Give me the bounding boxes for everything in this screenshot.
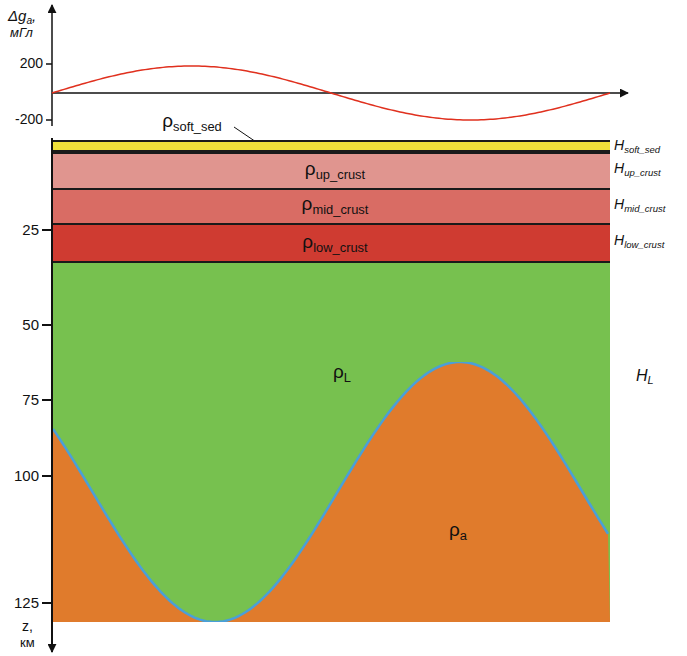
- tick-label: 125: [14, 595, 39, 612]
- text-main: H: [614, 196, 624, 212]
- thickness-label: Hsoft_sed: [614, 138, 660, 153]
- tick-label: 25: [22, 222, 39, 239]
- density-label: ρup_crust: [305, 159, 365, 180]
- axis-title: Δga,: [8, 8, 36, 25]
- density-label: ρsoft_sed: [162, 111, 222, 132]
- text-main: ρ: [302, 193, 313, 214]
- text-main: ,: [32, 7, 36, 24]
- tick-mark: [42, 229, 52, 231]
- text-main: H: [614, 137, 624, 153]
- text-subscript: up_crust: [624, 167, 661, 178]
- lab-boundary: [53, 362, 608, 622]
- tick-mark: [46, 119, 52, 121]
- tick-label: -200: [15, 112, 43, 127]
- text-main: H: [614, 160, 624, 176]
- text-main: ρ: [333, 361, 344, 382]
- text-main: ρ: [162, 110, 173, 131]
- text-subscript: a: [460, 527, 467, 542]
- axis-unit: км: [20, 636, 35, 650]
- tick-label: 200: [20, 56, 43, 71]
- y-axis: [51, 5, 53, 126]
- asthenosphere-region: ρa: [53, 362, 610, 622]
- upper-crust-layer: ρup_crust: [53, 152, 610, 188]
- asthenosphere-shape: [53, 362, 610, 622]
- tick-mark: [46, 63, 52, 65]
- text-main: Δg: [8, 7, 26, 24]
- text-main: H: [636, 367, 648, 384]
- axis-title: z,: [22, 619, 33, 634]
- text-main: ρ: [449, 519, 460, 540]
- tick-label: 50: [22, 317, 39, 334]
- tick-mark: [42, 324, 52, 326]
- thickness-label: Hlow_crust: [614, 233, 664, 248]
- text-subscript: L: [648, 374, 654, 386]
- density-label: ρa: [449, 520, 467, 541]
- thickness-label: HL: [636, 367, 654, 385]
- text-subscript: L: [344, 369, 351, 384]
- tick-mark: [42, 475, 52, 477]
- lower-crust-layer: ρlow_crust: [53, 223, 610, 263]
- tick-label: 75: [22, 392, 39, 409]
- text-subscript: mid_crust: [624, 203, 665, 214]
- text-subscript: a: [26, 15, 32, 26]
- middle-crust-layer: ρmid_crust: [53, 188, 610, 223]
- thickness-label: Hmid_crust: [614, 197, 665, 212]
- axis-unit: мГл: [10, 26, 33, 40]
- text-main: ρ: [305, 158, 316, 179]
- density-label: ρmid_crust: [302, 194, 369, 215]
- text-subscript: mid_crust: [312, 201, 368, 216]
- gravity-curve: [52, 66, 610, 120]
- density-label: ρlow_crust: [302, 232, 367, 253]
- sediment-layer: ρsoft_sed: [53, 140, 610, 152]
- asthenosphere-fill: [53, 362, 610, 622]
- text-subscript: low_crust: [313, 239, 368, 254]
- x-axis: [52, 92, 628, 94]
- text-subscript: soft_sed: [624, 144, 660, 155]
- text-main: ρ: [302, 231, 313, 252]
- thickness-label: Hup_crust: [614, 161, 661, 176]
- tick-mark: [42, 399, 52, 401]
- text-subscript: low_crust: [624, 239, 664, 250]
- density-label: ρL: [333, 362, 351, 383]
- text-main: H: [614, 232, 624, 248]
- text-subscript: soft_sed: [173, 118, 222, 133]
- text-subscript: up_crust: [316, 166, 366, 181]
- tick-mark: [42, 602, 52, 604]
- tick-label: 100: [14, 468, 39, 485]
